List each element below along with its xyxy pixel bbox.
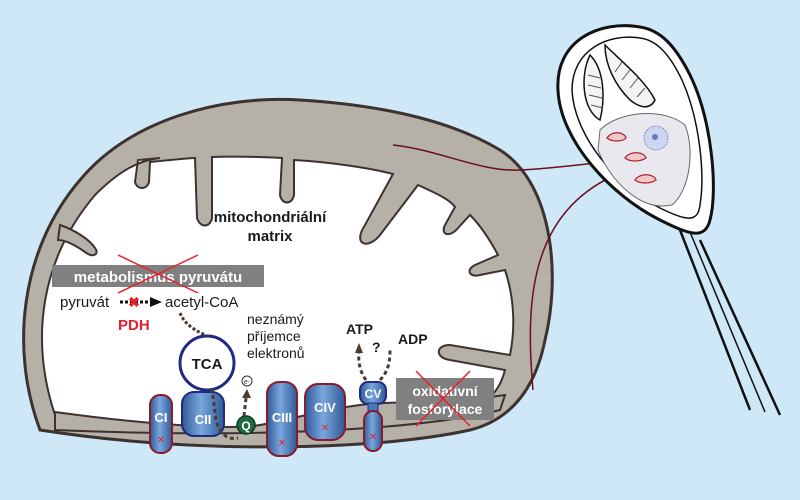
- adp-label: ADP: [398, 331, 428, 347]
- cross-icon: ✕: [278, 438, 286, 449]
- pointer-line: [529, 169, 637, 391]
- parasite-cell: [556, 24, 782, 416]
- electron-label: e-: [244, 379, 251, 386]
- cross-icon: ✕: [369, 432, 377, 443]
- oxphos-box: [396, 378, 494, 420]
- complex-iii: CIII ✕: [266, 381, 298, 457]
- atp-arrow: [357, 351, 368, 381]
- pyruvate-metabolism-label: metabolismus pyruvátu: [74, 269, 242, 286]
- unknown-acceptor-line3: elektronů: [247, 345, 305, 361]
- cross-icon: ✕: [157, 435, 165, 446]
- cross-icon: ✕: [321, 423, 329, 434]
- tca-label: TCA: [192, 356, 223, 373]
- matrix: [41, 155, 515, 431]
- tca-cycle: [178, 334, 236, 392]
- matrix-label-line2: matrix: [247, 228, 293, 245]
- cross-icon: [415, 370, 471, 427]
- pyruvate-metabolism-box: [52, 265, 264, 287]
- pyruvate-label: pyruvát: [60, 294, 110, 311]
- complex-ii-label: CII: [195, 412, 212, 427]
- complex-ii: CII: [181, 391, 225, 437]
- complex-i-label: CI: [155, 410, 168, 425]
- crista: [56, 223, 98, 257]
- acetyl-to-tca-path: [178, 312, 206, 337]
- complex-v-label: CV: [365, 387, 382, 401]
- cross-icon: [117, 254, 199, 294]
- mitochondrion: [22, 97, 554, 449]
- coenzyme-q: Q: [236, 415, 256, 435]
- complex-iii-label: CIII: [272, 410, 292, 425]
- question-label: ?: [372, 339, 381, 355]
- pdh-label: PDH: [118, 317, 150, 334]
- cross-icon: ✖: [128, 294, 140, 310]
- complex-v: CV ✕: [359, 381, 387, 452]
- matrix-label-line1: mitochondriální: [214, 209, 327, 226]
- complex-i: CI ✕: [149, 394, 173, 454]
- complex-iv-label: CIV: [314, 400, 336, 415]
- unknown-acceptor-line1: neznámý: [247, 311, 304, 327]
- atp-label: ATP: [346, 321, 373, 337]
- acetyl-coa-label: acetyl-CoA: [165, 294, 238, 311]
- arrowhead-icon: [150, 297, 162, 307]
- oxphos-label-line2: fosforylace: [408, 401, 483, 417]
- oxphos-label-line1: oxidativní: [412, 383, 478, 399]
- electron-arrow: [242, 397, 248, 417]
- unknown-acceptor-line2: příjemce: [247, 328, 301, 344]
- arrowhead-icon: [355, 343, 363, 353]
- complex-iv: CIV ✕: [304, 383, 346, 441]
- coenzyme-q-label: Q: [241, 419, 250, 433]
- arrowhead-icon: [242, 389, 251, 398]
- electron-icon: [241, 375, 253, 387]
- adp-arrow: [378, 349, 392, 382]
